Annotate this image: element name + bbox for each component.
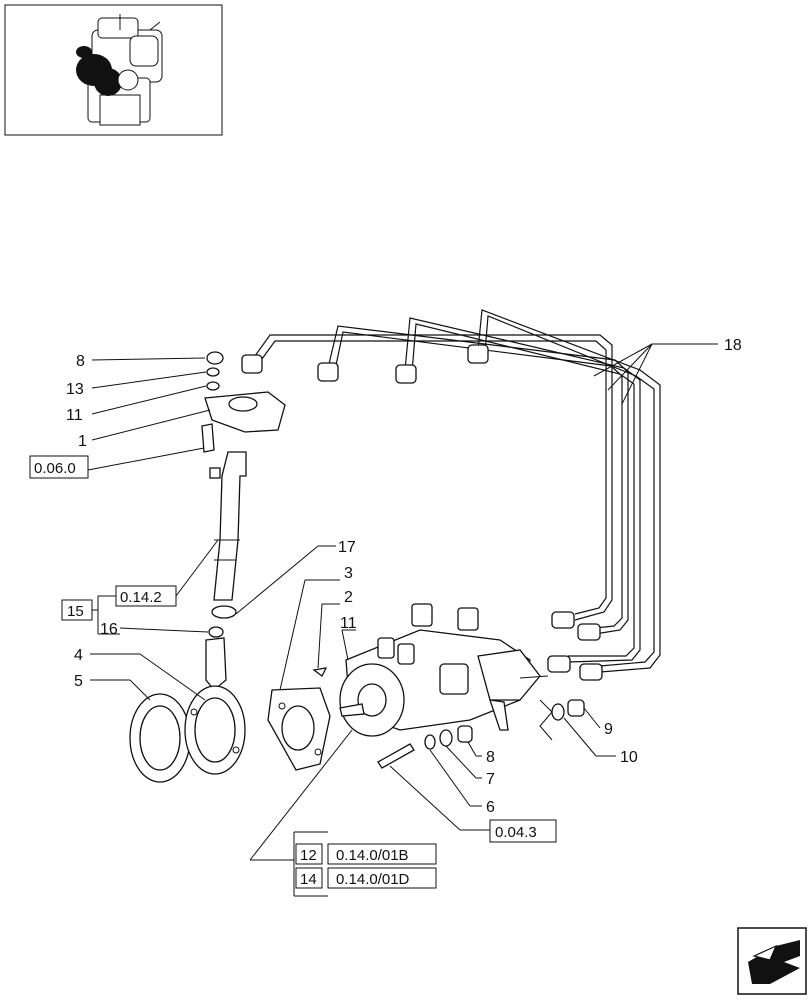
ref-0-04-3[interactable]: 0.04.3 xyxy=(489,819,557,843)
callout-4: 4 xyxy=(74,647,83,664)
svg-text:0.14.0/01B: 0.14.0/01B xyxy=(336,847,409,864)
callout-7: 7 xyxy=(486,771,495,788)
svg-text:15: 15 xyxy=(67,603,84,620)
callout-9: 9 xyxy=(604,721,613,738)
svg-text:0.06.0: 0.06.0 xyxy=(34,460,76,477)
callout-2: 2 xyxy=(344,589,353,606)
callout-5: 5 xyxy=(74,673,83,690)
ref-0-14-2[interactable]: 0.14.2 xyxy=(115,585,177,607)
svg-text:0.04.3: 0.04.3 xyxy=(495,824,537,841)
heat-shields xyxy=(129,685,246,783)
callout-11-top: 11 xyxy=(66,407,83,424)
reference-boxes: 0.06.0 0.14.2 15 0.04.3 12 0.14.0/01B xyxy=(29,455,557,897)
callout-3: 3 xyxy=(344,565,353,582)
ref-12[interactable]: 12 0.14.0/01B xyxy=(295,843,437,865)
callout-10: 10 xyxy=(620,749,638,766)
ref-0-06-0[interactable]: 0.06.0 xyxy=(29,455,89,479)
leader-lines xyxy=(87,343,718,861)
callout-6: 6 xyxy=(486,799,495,816)
injection-pump xyxy=(339,603,549,737)
callout-1: 1 xyxy=(78,433,87,450)
pump-spring xyxy=(377,743,415,769)
injector-assembly xyxy=(201,351,286,691)
svg-text:0.14.0/01D: 0.14.0/01D xyxy=(336,871,410,888)
engine-thumbnail-icon[interactable] xyxy=(4,4,223,136)
svg-text:14: 14 xyxy=(300,871,317,888)
callout-13: 13 xyxy=(66,381,84,398)
svg-text:0.14.2: 0.14.2 xyxy=(120,589,162,606)
svg-text:12: 12 xyxy=(300,847,317,864)
callout-18: 18 xyxy=(724,337,742,354)
pump-gasket xyxy=(267,687,331,771)
callout-11-pump: 11 xyxy=(340,615,357,632)
fuel-pipes xyxy=(241,309,661,681)
callout-8-top: 8 xyxy=(76,353,85,370)
pump-washers xyxy=(424,725,473,750)
ref-15[interactable]: 15 xyxy=(61,599,93,621)
ref-14[interactable]: 14 0.14.0/01D xyxy=(295,867,437,889)
callout-8-pump: 8 xyxy=(486,749,495,766)
callout-16: 16 xyxy=(100,621,118,638)
next-page-arrow-icon[interactable] xyxy=(737,927,807,995)
woodruff-key xyxy=(312,667,328,677)
callout-17: 17 xyxy=(338,539,356,556)
pipe-washers xyxy=(539,699,585,741)
